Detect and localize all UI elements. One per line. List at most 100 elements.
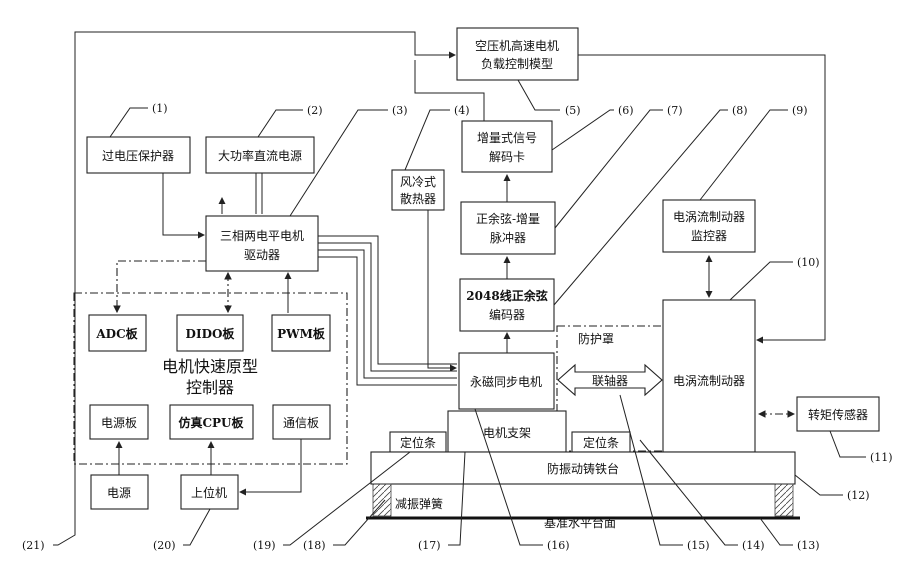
leader-5 — [518, 80, 560, 110]
pwm-label: PWM板 — [277, 326, 326, 341]
adc-board-box: ADC板 — [89, 315, 146, 351]
eddy-monitor-line1: 电涡流制动器 — [673, 210, 745, 224]
decoder-card-box: 增量式信号 解码卡 — [462, 121, 552, 172]
callout-1: (1) — [152, 102, 168, 115]
eddy-brake-label: 电涡流制动器 — [673, 374, 745, 388]
cast-iron-table-box: 防振动铸铁台 — [371, 452, 795, 484]
air-cooler-box: 风冷式 散热器 — [392, 170, 444, 210]
dido-board-box: DIDO板 — [177, 315, 243, 351]
dido-label: DIDO板 — [186, 326, 236, 341]
encoder-line1: 2048线正余弦 — [466, 288, 547, 303]
cast-iron-label: 防振动铸铁台 — [547, 461, 619, 476]
callout-3: (3) — [392, 104, 408, 117]
load-model-line1: 空压机高速电机 — [475, 38, 559, 53]
sincos-line2: 脉冲器 — [490, 230, 526, 245]
encoder-line2: 编码器 — [489, 307, 525, 322]
leader-12 — [795, 475, 843, 495]
callout-5: (5) — [565, 104, 581, 117]
callout-20: (20) — [153, 539, 176, 552]
leader-21 — [53, 458, 75, 545]
controller-title-line1: 电机快速原型 — [162, 357, 258, 376]
power-board-label: 电源板 — [101, 416, 137, 430]
callout-16: (16) — [547, 539, 570, 552]
decoder-line2: 解码卡 — [489, 150, 525, 164]
protect-cover-label: 防护罩 — [578, 331, 614, 346]
air-cooler-line1: 风冷式 — [400, 175, 436, 189]
callout-11: (11) — [870, 451, 893, 464]
callout-6: (6) — [618, 104, 634, 117]
host-pc-label: 上位机 — [191, 485, 227, 500]
dc-power-label: 大功率直流电源 — [218, 148, 302, 163]
leader-1 — [110, 108, 148, 137]
callout-15: (15) — [687, 539, 710, 552]
locator-right-box: 定位条 — [572, 432, 630, 452]
power-box: 电源 — [91, 475, 148, 509]
base-plane-label: 基准水平台面 — [544, 515, 616, 530]
leader-20 — [183, 509, 210, 545]
spring-label: 减振弹簧 — [395, 496, 443, 511]
overvoltage-protector-box: 过电压保护器 — [87, 137, 190, 173]
comm-board-label: 通信板 — [283, 416, 319, 430]
overvoltage-label: 过电压保护器 — [102, 149, 174, 163]
driver-to-motor-line-3 — [318, 250, 457, 378]
comm-board-box: 通信板 — [273, 405, 330, 439]
driver-to-motor-line-2 — [318, 243, 457, 371]
comm-to-host-line — [240, 439, 301, 492]
leader-4 — [405, 110, 450, 170]
callout-21: (21) — [22, 539, 45, 552]
cooler-to-motor-line — [428, 210, 456, 368]
leader-6 — [552, 110, 614, 150]
leader-11 — [830, 431, 866, 457]
sincos-line1: 正余弦-增量 — [476, 211, 540, 226]
callout-18: (18) — [303, 539, 326, 552]
driver-to-motor-line-1 — [318, 236, 457, 364]
cpu-board-box: 仿真CPU板 — [170, 405, 253, 439]
driver-to-adc-line — [117, 261, 206, 312]
eddy-monitor-box: 电涡流制动器 监控器 — [663, 200, 755, 252]
leader-13 — [760, 518, 793, 545]
callout-14: (14) — [742, 539, 765, 552]
load-model-line2: 负载控制模型 — [481, 57, 553, 71]
locator-right-label: 定位条 — [583, 435, 619, 450]
callout-7: (7) — [667, 104, 683, 117]
torque-sensor-label: 转矩传感器 — [808, 407, 868, 422]
sincos-pulse-box: 正余弦-增量 脉冲器 — [461, 202, 555, 254]
dc-power-box: 大功率直流电源 — [206, 137, 314, 173]
driver-box: 三相两电平电机 驱动器 — [206, 216, 318, 271]
locator-left-box: 定位条 — [390, 432, 446, 452]
motor-bracket-box: 电机支架 — [448, 411, 566, 452]
callout-17: (17) — [418, 539, 441, 552]
spring-right — [775, 484, 793, 516]
coupling-arrow: 联轴器 — [558, 365, 662, 395]
leader-2 — [258, 110, 303, 137]
leader-7 — [555, 110, 663, 228]
overvoltage-to-driver-line — [163, 173, 204, 235]
callout-12: (12) — [847, 489, 870, 502]
eddy-monitor-line2: 监控器 — [691, 229, 727, 243]
eddy-brake-box: 电涡流制动器 — [663, 300, 755, 452]
controller-title-line2: 控制器 — [186, 378, 234, 397]
motor-bracket-label: 电机支架 — [483, 426, 531, 440]
adc-label: ADC板 — [95, 326, 138, 341]
callout-13: (13) — [797, 539, 820, 552]
locator-left-label: 定位条 — [400, 435, 436, 450]
air-cooler-line2: 散热器 — [400, 191, 436, 206]
callout-2: (2) — [307, 104, 323, 117]
coupling-label: 联轴器 — [592, 373, 628, 388]
callout-4: (4) — [454, 104, 470, 117]
leader-9 — [700, 110, 788, 200]
pwm-board-box: PWM板 — [272, 315, 330, 351]
driver-line2: 驱动器 — [244, 248, 280, 262]
callout-19: (19) — [253, 539, 276, 552]
pm-motor-box: 永磁同步电机 — [459, 353, 554, 409]
driver-to-motor-line-4 — [318, 257, 457, 385]
callout-8: (8) — [732, 104, 748, 117]
callout-10: (10) — [797, 256, 820, 269]
decoder-line1: 增量式信号 — [477, 131, 537, 145]
pm-motor-label: 永磁同步电机 — [470, 374, 542, 389]
power-label: 电源 — [107, 486, 131, 500]
callout-9: (9) — [792, 104, 808, 117]
leader-10 — [730, 262, 793, 300]
driver-line1: 三相两电平电机 — [220, 229, 304, 243]
torque-sensor-box: 转矩传感器 — [797, 397, 879, 431]
